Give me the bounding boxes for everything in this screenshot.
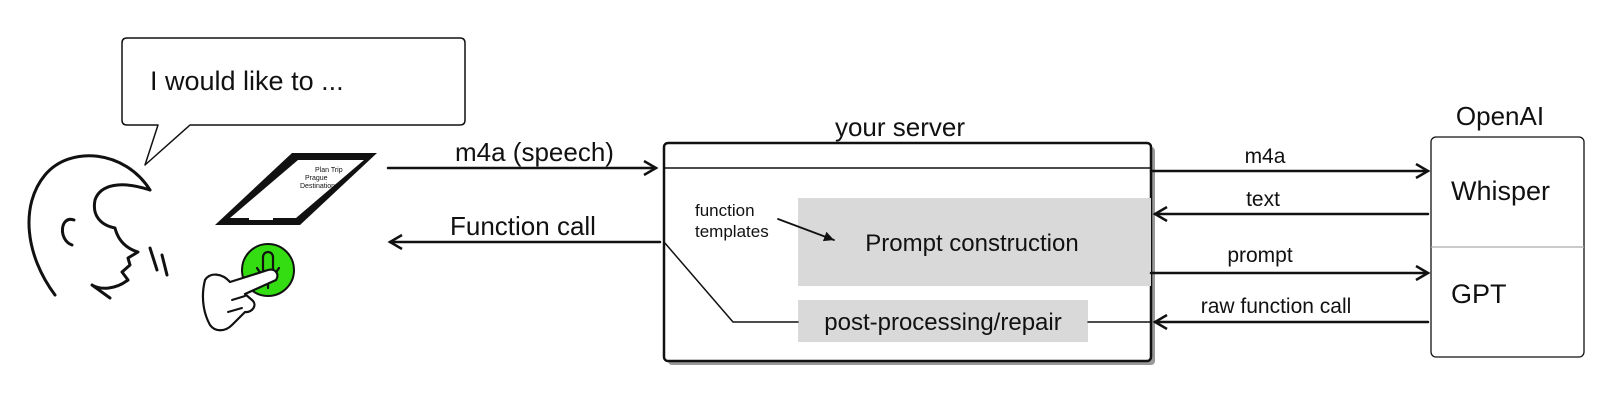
prompt-arrow-label: prompt	[1227, 244, 1293, 267]
function-templates-label: function	[695, 201, 755, 220]
server-box: your server Prompt construction post-pro…	[662, 112, 1155, 365]
openai-box: OpenAI Whisper GPT	[1430, 101, 1585, 358]
text-arrow-label: text	[1246, 188, 1280, 211]
speech-bubble-text: I would like to ...	[150, 66, 344, 96]
raw-function-call-arrow-label: raw function call	[1201, 295, 1352, 318]
openai-title: OpenAI	[1456, 101, 1544, 131]
pointing-hand-icon	[201, 268, 279, 332]
gpt-label: GPT	[1451, 279, 1507, 309]
speech-arrow-label: m4a (speech)	[455, 137, 614, 167]
m4a-arrow-label: m4a	[1245, 145, 1286, 168]
post-processing-label: post-processing/repair	[824, 309, 1061, 336]
prompt-construction-label: Prompt construction	[865, 230, 1078, 257]
prompt-arrow: prompt	[1149, 244, 1428, 273]
function-templates-label: templates	[695, 222, 769, 241]
phone-screen-line: Plan Trip	[315, 167, 343, 174]
post-processing-panel	[798, 300, 1088, 342]
phone-home-button	[249, 216, 273, 220]
phone-screen-line: Destinations	[300, 183, 339, 190]
whisper-label: Whisper	[1451, 176, 1550, 206]
phone-icon: Plan Trip Prague Destinations	[215, 153, 377, 225]
function-call-arrow-label: Function call	[450, 211, 596, 241]
speech-arrow: m4a (speech)	[386, 137, 656, 168]
m4a-arrow: m4a	[1149, 145, 1428, 171]
text-arrow: text	[1155, 188, 1430, 214]
server-title: your server	[835, 112, 965, 142]
prompt-construction-panel	[798, 198, 1151, 286]
phone-screen-line: Prague	[305, 175, 328, 182]
user-head-icon	[27, 154, 169, 300]
function-call-arrow: Function call	[390, 211, 662, 242]
raw-function-call-arrow: raw function call	[1155, 295, 1430, 322]
speech-bubble: I would like to ...	[121, 37, 466, 166]
